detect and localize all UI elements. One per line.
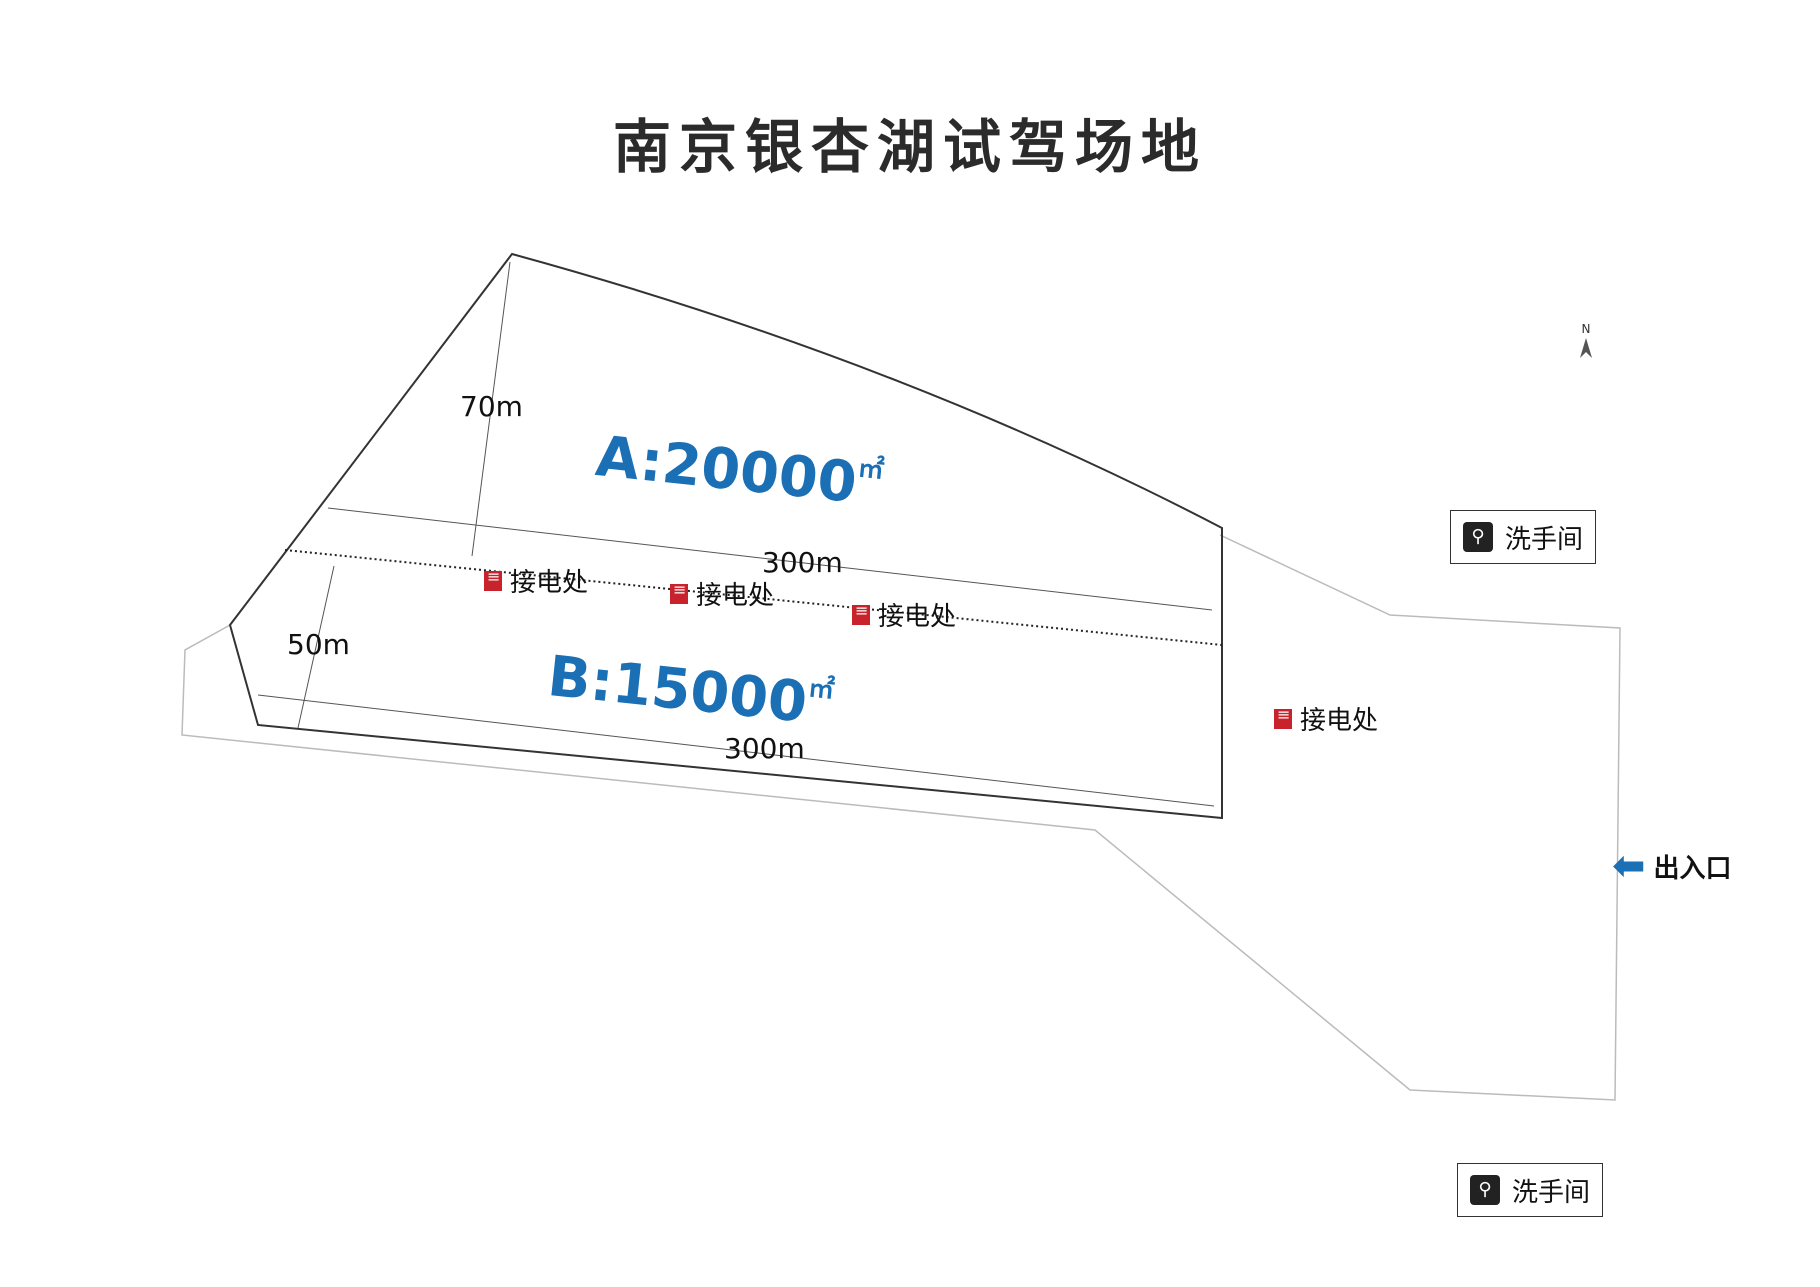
power-point-label: 接电处 <box>510 568 589 598</box>
power-point-3: 接电处 <box>852 596 956 633</box>
dim-line-height-b <box>297 565 335 729</box>
power-point-label: 接电处 <box>878 602 957 632</box>
dim-line-length-a <box>327 507 1213 611</box>
dim-line-height-a <box>471 261 511 557</box>
power-point-1: 接电处 <box>484 562 588 599</box>
dim-label-height-b: 50m <box>287 628 350 661</box>
zone-a-unit: ㎡ <box>856 453 886 486</box>
power-outlet-icon <box>670 580 688 604</box>
page-title: 南京银杏湖试驾场地 <box>612 113 1207 181</box>
entrance-arrow-icon: ⬅ <box>1612 843 1646 889</box>
north-indicator: N <box>1578 322 1594 363</box>
restroom-label: 洗手间 <box>1505 524 1584 555</box>
entrance-marker: ⬅ 出入口 <box>1612 846 1732 886</box>
power-outlet-icon <box>1274 705 1292 729</box>
power-point-4: 接电处 <box>1274 700 1378 737</box>
dim-label-height-a: 70m <box>460 390 523 423</box>
restroom-icon: ⚲ <box>1463 522 1493 552</box>
power-point-label: 接电处 <box>1300 706 1379 736</box>
restroom-icon: ⚲ <box>1470 1175 1500 1205</box>
power-point-label: 接电处 <box>696 581 775 611</box>
power-outlet-icon <box>852 601 870 625</box>
dim-line-length-b <box>257 694 1215 807</box>
restroom-sign-1: ⚲ 洗手间 <box>1450 510 1597 564</box>
outer-boundary <box>181 534 1621 1101</box>
north-arrow-icon <box>1580 338 1592 358</box>
restroom-label: 洗手间 <box>1512 1177 1591 1208</box>
site-outline <box>228 252 1223 820</box>
dim-label-length-a: 300m <box>762 546 843 579</box>
power-point-2: 接电处 <box>670 575 774 612</box>
zone-divider <box>284 549 1223 646</box>
restroom-sign-2: ⚲ 洗手间 <box>1457 1163 1604 1217</box>
zone-b-unit: ㎡ <box>806 673 836 706</box>
power-outlet-icon <box>484 567 502 591</box>
dim-label-length-b: 300m <box>724 732 805 765</box>
north-label: N <box>1581 322 1591 336</box>
entrance-label: 出入口 <box>1653 853 1732 884</box>
